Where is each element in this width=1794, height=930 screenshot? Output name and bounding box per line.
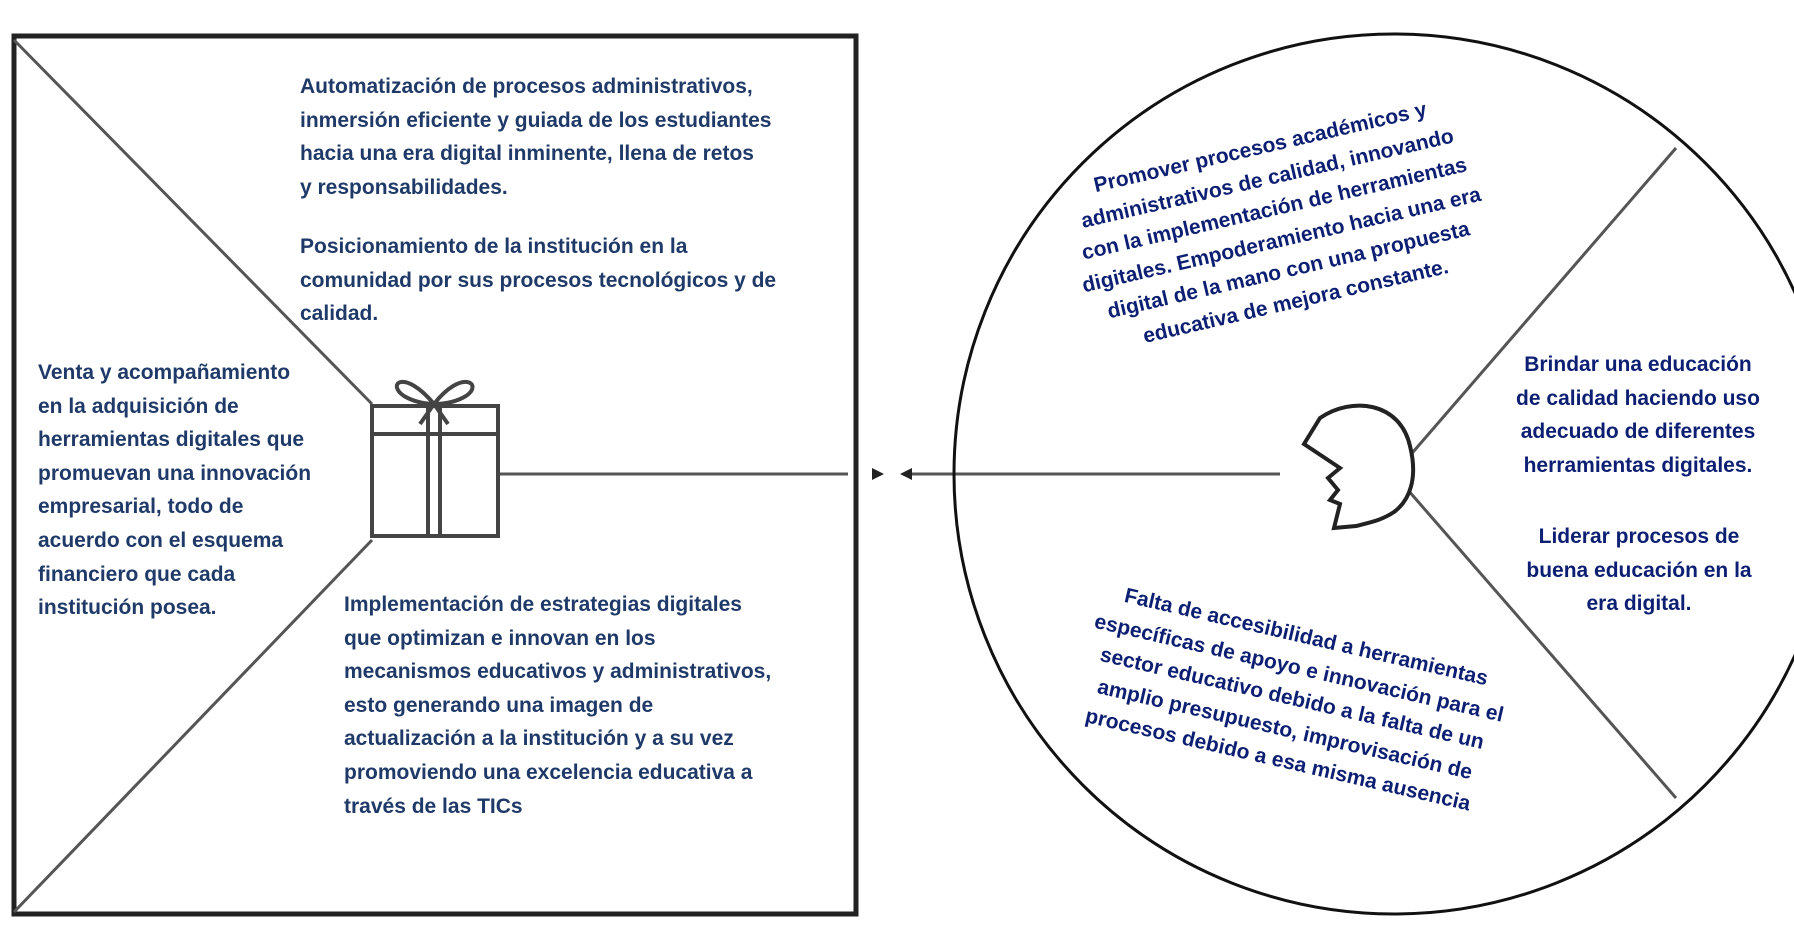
- gift-icon: [370, 380, 500, 538]
- customer-profile-circle: [952, 32, 1794, 916]
- circle-divider-top: [1392, 147, 1678, 475]
- products-services-text: Venta y acompañamiento en la adquisición…: [38, 361, 312, 620]
- positioning-text: Posicionamiento de la institución en la …: [300, 235, 777, 326]
- product-square-frame: [11, 33, 859, 917]
- pain-relievers-text: Implementación de estrategias digitales …: [344, 593, 772, 818]
- diagonal-bottom: [12, 538, 374, 914]
- arrow-left-icon: [900, 468, 912, 480]
- diagonal-top: [12, 38, 374, 406]
- circle-divider-bottom: [1392, 473, 1678, 799]
- customer-jobs-text: Brindar una educación de calidad haciend…: [1516, 353, 1760, 477]
- arrow-right-icon: [872, 468, 884, 480]
- face-profile-icon: [1301, 403, 1416, 531]
- customer-jobs-text-2: Liderar procesos de buena educación en l…: [1526, 525, 1752, 616]
- gain-creators-text: Automatización de procesos administrativ…: [300, 75, 772, 199]
